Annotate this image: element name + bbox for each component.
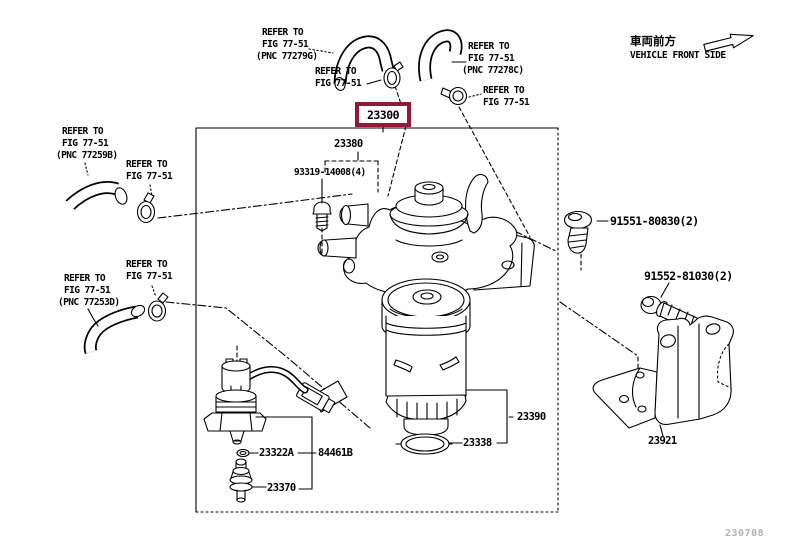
part-callout-oring-small[interactable]: 23322A — [259, 447, 294, 459]
part-callout-assembly[interactable]: 23300 — [366, 107, 400, 122]
bolt-upper-art — [563, 210, 593, 254]
label-leader-lines — [84, 48, 670, 490]
refer-note-line: REFER TO — [468, 41, 510, 52]
small-oring-art — [236, 448, 250, 458]
refer-note-left-lower-hose: REFER TO FIG 77-51 (PNC 77253D) — [58, 273, 120, 308]
refer-note-line: (PNC 77259B) — [56, 149, 118, 161]
vehicle-front-label-en: VEHICLE FRONT SIDE — [630, 50, 726, 61]
part-callout-bolt-upper[interactable]: 91551-80830(2) — [610, 214, 699, 228]
refer-note-line: REFER TO — [64, 273, 106, 284]
refer-note-line: FIG 77-51 — [315, 77, 362, 89]
refer-note-line: (PNC 77253D) — [58, 296, 120, 308]
figure-number: 230708 — [725, 528, 765, 539]
part-callout-valve[interactable]: 23370 — [267, 482, 296, 494]
bracket-art — [592, 315, 734, 429]
vehicle-front-label-jp: 車両前方 — [630, 34, 676, 48]
refer-note-line: FIG 77-51 — [126, 270, 173, 282]
refer-note-line: REFER TO — [315, 66, 357, 77]
refer-note-line: FIG 77-51 — [62, 137, 109, 149]
drain-valve-art — [229, 458, 253, 503]
hose-clamp-left-upper-art — [136, 192, 156, 224]
part-callout-bracket[interactable]: 23921 — [648, 435, 677, 447]
refer-note-left-upper-clamp: REFER TO FIG 77-51 — [126, 159, 173, 183]
refer-note-line: FIG 77-51 — [64, 284, 111, 296]
part-callout-vent-screw[interactable]: 93319-14008(4) — [294, 167, 366, 178]
refer-note-top-right-hose: REFER TO FIG 77-51 (PNC 77278C) — [462, 41, 524, 76]
refer-note-line: REFER TO — [126, 159, 168, 170]
refer-note-line: REFER TO — [262, 27, 304, 38]
vent-screw-art — [312, 201, 332, 232]
refer-note-line: FIG 77-51 — [483, 96, 530, 108]
part-callout-element[interactable]: 23390 — [517, 411, 546, 423]
fuel-sender-art — [203, 358, 348, 445]
refer-note-line: FIG 77-51 — [262, 38, 309, 50]
refer-note-line: REFER TO — [126, 259, 168, 270]
part-callout-head[interactable]: 23380 — [334, 138, 363, 150]
refer-note-line: REFER TO — [483, 85, 525, 96]
hose-clamp-top-left-art — [383, 61, 404, 89]
refer-note-top-right-clamp: REFER TO FIG 77-51 — [483, 85, 530, 109]
hose-left-lower-art — [83, 304, 146, 355]
part-callout-bolt-lower[interactable]: 91552-81030(2) — [644, 269, 733, 283]
vehicle-front-arrow-icon — [703, 33, 754, 52]
refer-note-left-upper-hose: REFER TO FIG 77-51 (PNC 77259B) — [56, 126, 118, 161]
filter-element-art — [381, 278, 471, 436]
part-callout-switch[interactable]: 84461B — [318, 447, 353, 459]
hose-top-left-art — [333, 35, 395, 91]
refer-note-line: (PNC 77279G) — [256, 50, 318, 62]
assembly-highlight-box[interactable]: 23300 — [355, 102, 411, 127]
hose-left-upper-art — [65, 181, 128, 210]
refer-note-line: REFER TO — [62, 126, 104, 137]
oring-art — [395, 433, 455, 455]
filter-head-art — [317, 173, 535, 297]
hose-top-right-art — [418, 29, 463, 82]
assembly-boundary-box — [195, 127, 559, 513]
refer-note-left-lower-clamp: REFER TO FIG 77-51 — [126, 259, 173, 283]
refer-note-top-left-clamp: REFER TO FIG 77-51 — [315, 66, 362, 90]
refer-note-line: FIG 77-51 — [126, 170, 173, 182]
hose-clamp-left-lower-art — [147, 292, 169, 322]
refer-note-line: FIG 77-51 — [468, 52, 515, 64]
part-callout-oring[interactable]: 23338 — [463, 437, 492, 449]
refer-note-top-left-hose: REFER TO FIG 77-51 (PNC 77279G) — [256, 27, 318, 62]
refer-note-line: (PNC 77278C) — [462, 64, 524, 76]
hose-clamp-top-right-art — [440, 86, 468, 106]
